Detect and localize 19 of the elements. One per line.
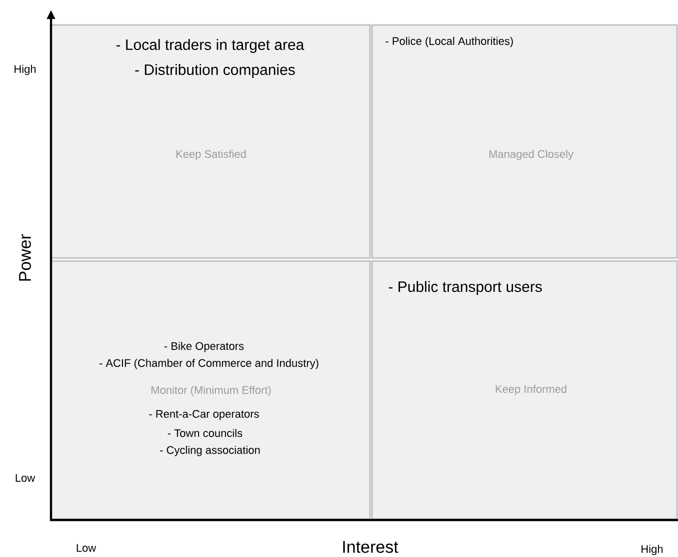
stakeholder-text: - Rent-a-Car operators <box>149 410 259 420</box>
stakeholder-text: - ACIF (Chamber of Commerce and Industry) <box>99 358 318 370</box>
quadrant-label: Monitor (Minimum Effort) <box>152 386 271 396</box>
stakeholder-text: - Bike Operators <box>164 342 244 352</box>
stakeholder-text: - Police (Local Authorities) <box>386 36 513 48</box>
quadrant-label: Keep Informed <box>496 384 566 396</box>
stakeholder-text: - Public transport users <box>388 281 542 295</box>
stakeholder-text: - Town councils <box>168 428 242 438</box>
quadrant-label: Keep Satisfied <box>176 150 246 160</box>
axis-title: Power <box>19 234 31 281</box>
axis-tick-label: High <box>14 64 36 76</box>
stakeholder-text: - Distribution companies <box>135 64 295 78</box>
axis-tick-label: High <box>642 544 663 556</box>
quadrant-label: Managed Closely <box>489 150 574 160</box>
stakeholder-text: - Cycling association <box>160 446 260 456</box>
stakeholder-text: - Local traders in target area <box>116 39 304 53</box>
axis-tick-label: Low <box>16 474 36 482</box>
axis-tick-label: Low <box>76 544 96 552</box>
axis-title: Interest <box>343 541 398 553</box>
